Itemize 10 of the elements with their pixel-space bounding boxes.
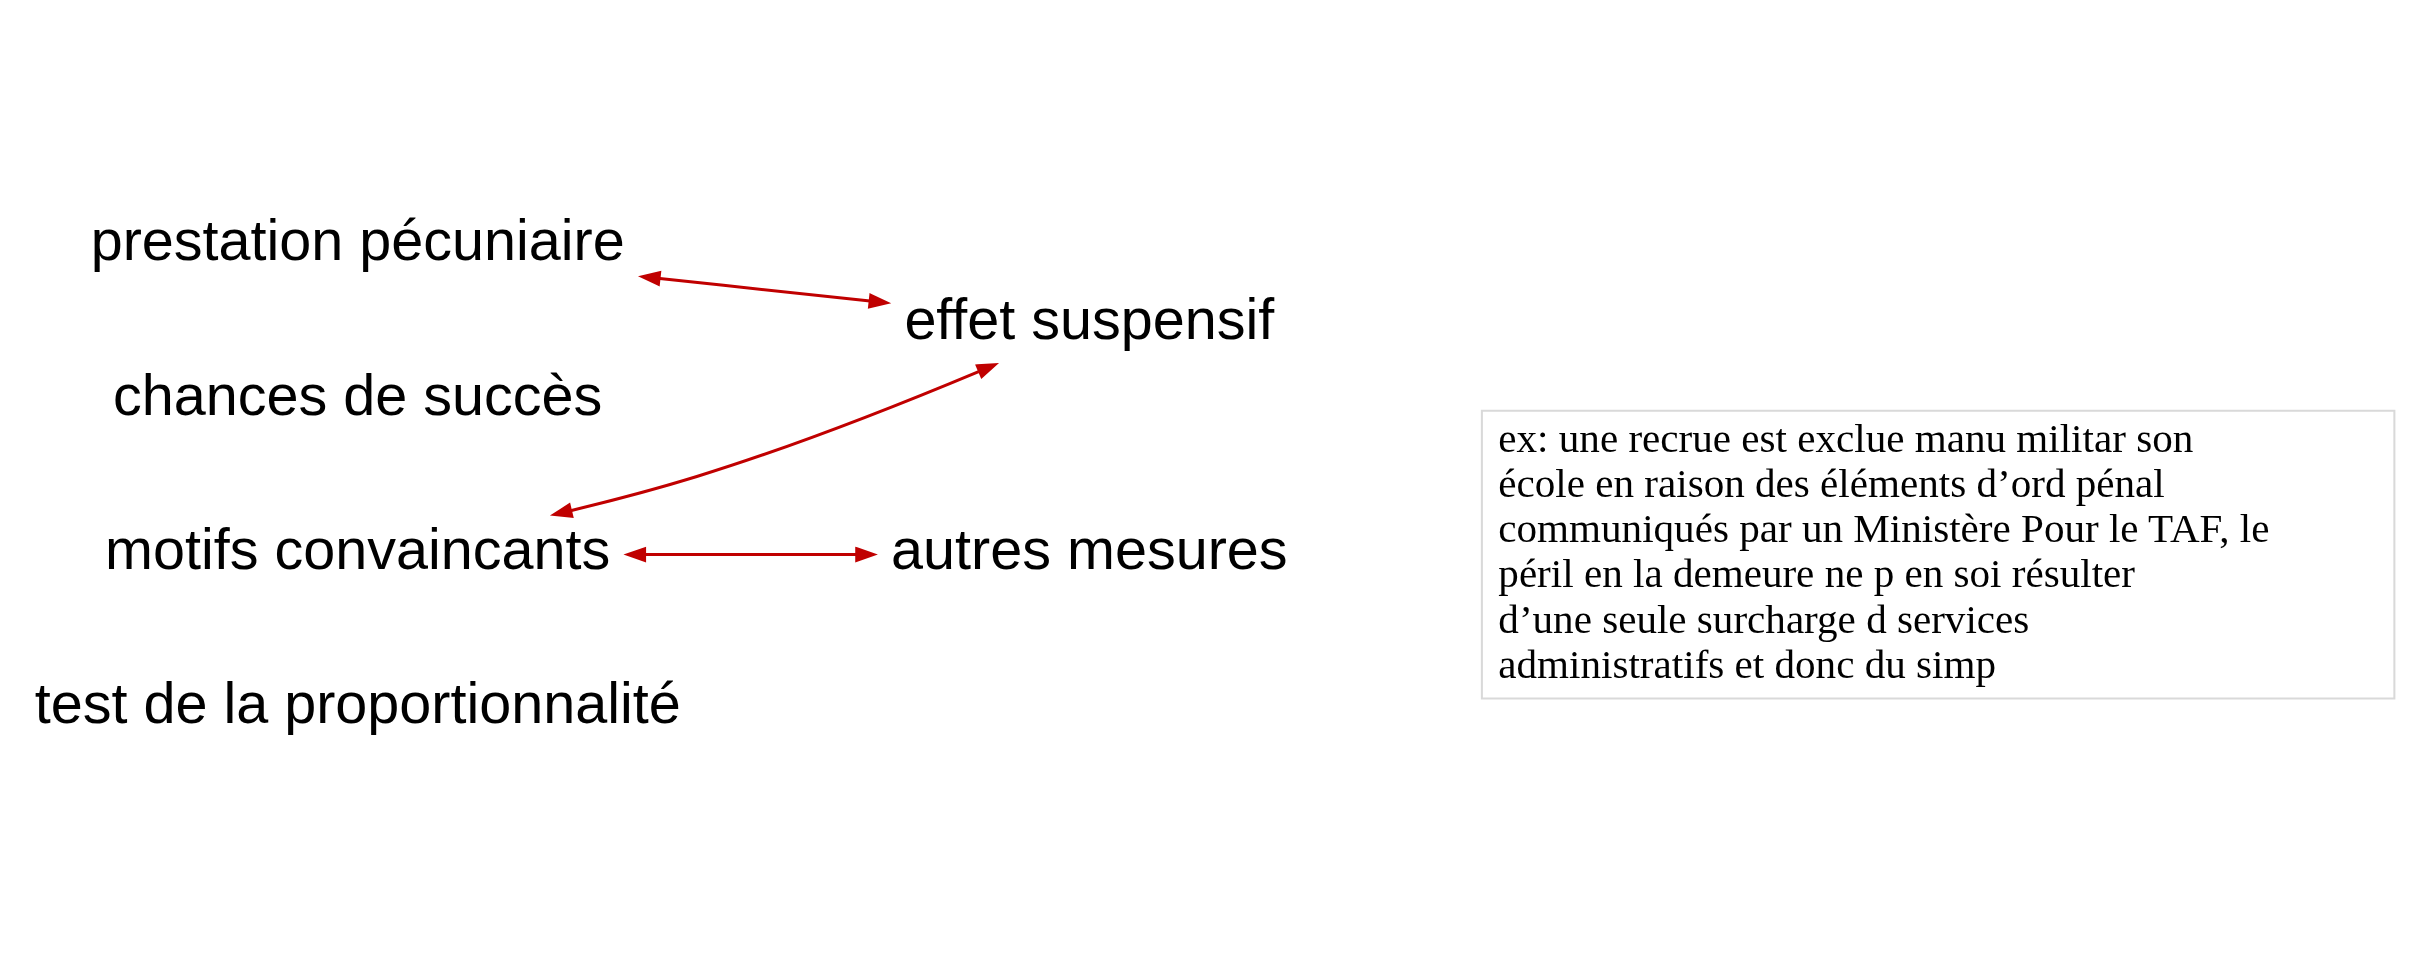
node-box: ex: une recrue est exclue manu militar son école en raison des éléments d’ord pénal communiqués par un Ministère Pour le TAF, le péril en la demeure ne p en soi résulter d’une seule surcharge d services administratifs et donc du simp [1480, 409, 2395, 699]
node-text: prestation pécuniaire [90, 207, 625, 272]
arrow [549, 362, 999, 518]
node-text: effet suspensif [903, 286, 1274, 351]
node-text: test de la proportionnalité [34, 670, 681, 735]
node-text: chances de succès [112, 362, 602, 427]
node-text: motifs convaincants [104, 516, 610, 581]
arrow [622, 546, 878, 562]
arrow [637, 270, 891, 309]
node-text: autres mesures [890, 516, 1288, 581]
